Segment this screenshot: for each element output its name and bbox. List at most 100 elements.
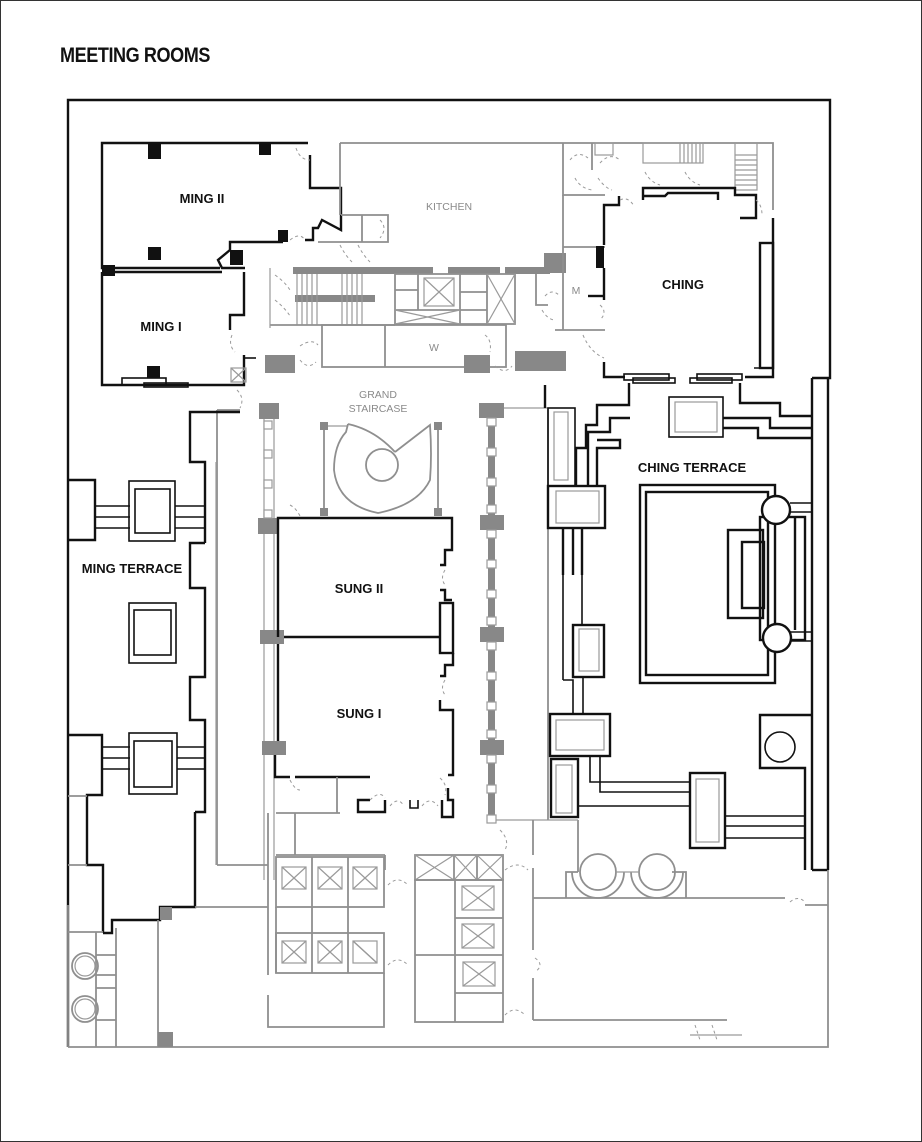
column-black [148, 143, 161, 159]
door-swing-icon [789, 898, 806, 903]
elevator-x-box-icon [281, 940, 307, 964]
planter-box-icon [128, 480, 176, 542]
door-swing-icon [274, 299, 291, 317]
door-swing-icon [289, 504, 301, 517]
round-planter-icon [760, 494, 792, 526]
service-lower-left [68, 795, 268, 1047]
door-swing-icon [499, 829, 508, 851]
planter-box-icon [668, 396, 724, 438]
round-planter-icon [579, 853, 617, 891]
stairs-icon [296, 274, 363, 325]
room-ching[interactable]: CHING [582, 186, 775, 384]
elevator-x-box-icon [281, 866, 307, 890]
elevator-x-box-icon [230, 367, 247, 383]
door-swing-icon [339, 244, 353, 263]
room-label-women-restroom: W [429, 342, 439, 354]
elevator-x-box-icon [462, 961, 496, 987]
door-swing-icon [442, 679, 446, 696]
door-swing-icon [599, 304, 605, 321]
area-ming-terrace[interactable]: MING TERRACE [68, 410, 240, 935]
door-swing-icon [582, 334, 605, 359]
door-swing-icon [711, 1024, 718, 1041]
area-ching-terrace[interactable]: CHING TERRACE [543, 383, 812, 870]
room-label-kitchen: KITCHEN [426, 201, 472, 213]
room-label-sung-ii: SUNG II [335, 581, 383, 596]
spiral-staircase-icon [333, 423, 432, 514]
room-sung-i[interactable]: SUNG I [273, 644, 455, 819]
door-swing-icon [295, 147, 311, 161]
door-swing-icon [387, 959, 409, 966]
door-swing-icon [439, 777, 447, 796]
elevator-x-box-icon [317, 940, 343, 964]
door-swing-icon [755, 199, 763, 216]
round-planter-icon [638, 853, 676, 891]
door-swing-icon [484, 334, 491, 353]
elevator-x-box-icon [352, 940, 378, 964]
elevator-x-box-icon [461, 885, 495, 911]
door-swing-icon [504, 1009, 526, 1016]
door-swing-icon [387, 879, 409, 886]
round-planter-icon [761, 622, 793, 654]
door-swing-icon [504, 864, 529, 871]
door-swing-icon [236, 389, 243, 409]
corridor-column-row-right [479, 403, 548, 824]
planter-box-icon [128, 732, 178, 795]
round-planter-icon [764, 731, 796, 763]
room-label-ming-terrace: MING TERRACE [82, 561, 183, 576]
room-label-ming-i: MING I [140, 319, 181, 334]
door-swing-icon [389, 800, 405, 807]
column-black [102, 265, 115, 276]
door-swing-icon [289, 779, 301, 791]
room-ming-ii[interactable]: MING II [100, 141, 343, 276]
column-black [596, 246, 604, 268]
door-swing-icon [597, 177, 613, 191]
room-label-ching-terrace: CHING TERRACE [638, 460, 747, 475]
door-swing-icon [369, 794, 386, 801]
elevator-x-box-icon [317, 866, 343, 890]
page-title: MEETING ROOMS [60, 44, 210, 67]
door-swing-icon [379, 219, 385, 239]
door-swing-icon [289, 235, 306, 241]
label-grand-staircase-2: STAIRCASE [349, 403, 408, 415]
room-label-sung-i: SUNG I [337, 706, 382, 721]
door-swing-icon [299, 341, 319, 347]
column-black [259, 143, 271, 155]
room-sung-ii[interactable]: SUNG II [276, 504, 455, 655]
corridor-column-row-left [258, 403, 286, 880]
door-swing-icon [442, 569, 446, 586]
room-label-ming-ii: MING II [180, 191, 225, 206]
room-label-men-restroom: M [572, 285, 581, 297]
room-label-ching: CHING [662, 277, 704, 292]
planter-box-icon [638, 483, 777, 685]
door-swing-icon [541, 309, 556, 321]
planter-box-icon [128, 602, 177, 664]
elevator-x-box-icon [461, 923, 495, 949]
door-swing-icon [494, 365, 513, 371]
door-swing-icon [619, 198, 635, 207]
door-swing-icon [599, 156, 621, 164]
label-grand-staircase-1: GRAND [359, 389, 397, 401]
elevator-x-box-icon [423, 277, 455, 307]
stairs-icon [679, 143, 757, 186]
spiral-staircase-core [365, 448, 399, 482]
service-below-sung [216, 409, 386, 975]
door-swing-icon [544, 291, 561, 297]
column-black [278, 230, 288, 242]
service-boundary [67, 142, 829, 1048]
area-grand-staircase: GRAND STAIRCASE [320, 389, 442, 516]
door-swing-icon [574, 177, 593, 191]
elevator-x-box-icon [352, 866, 378, 890]
door-swing-icon [694, 1024, 701, 1041]
door-swing-icon [644, 171, 661, 186]
area-kitchen: W M [265, 142, 758, 373]
door-swing-icon [274, 274, 291, 291]
service-lower-center [267, 829, 529, 1028]
column-black [230, 250, 243, 265]
door-swing-icon [534, 957, 541, 973]
door-swing-icon [684, 171, 701, 186]
column-black [147, 366, 160, 378]
outer-boundary [66, 98, 832, 1047]
door-swing-icon [230, 334, 236, 353]
door-swing-icon [299, 359, 317, 366]
